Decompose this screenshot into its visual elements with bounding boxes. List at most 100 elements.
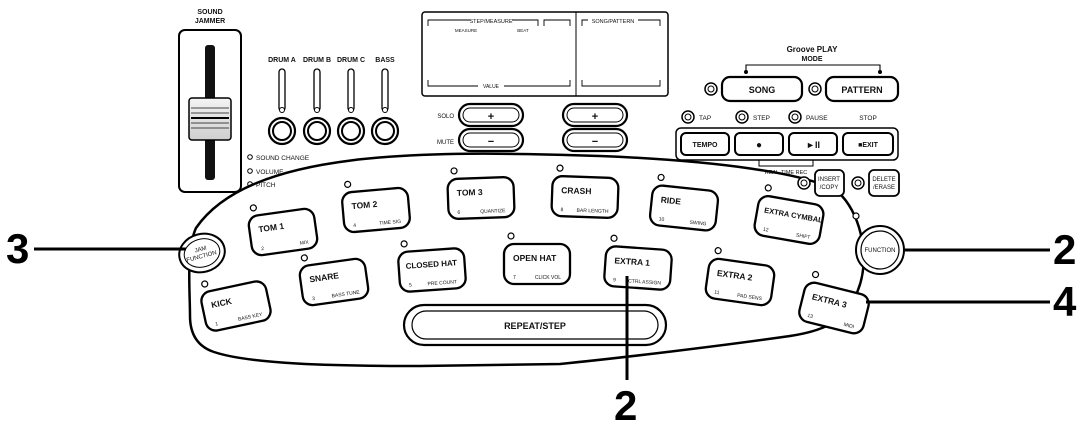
pad-led xyxy=(657,173,665,182)
play-pause-button[interactable]: ►II xyxy=(788,132,838,156)
pad-function: TIME SIG xyxy=(379,219,401,227)
song-button[interactable]: SONG xyxy=(704,75,804,103)
jam-label: JAM xyxy=(194,246,207,255)
pad-number: 8 xyxy=(560,207,563,213)
pad-name: OPEN HAT xyxy=(513,253,557,263)
realtime-rec-label: REAL-TIME REC xyxy=(765,170,808,176)
rec-icon: ● xyxy=(756,140,762,151)
delete-erase-button[interactable]: DELETE /ERASE xyxy=(851,169,900,197)
copy-label: /COPY xyxy=(820,185,839,191)
slider-drum-a[interactable]: DRUM A xyxy=(267,57,297,146)
pad-led xyxy=(556,164,564,172)
slider-drum-c[interactable]: DRUM C xyxy=(336,57,366,146)
pad-name: TOM 3 xyxy=(457,187,483,198)
pad-led xyxy=(507,232,515,240)
pattern-label: PATTERN xyxy=(841,85,882,95)
pad-kick[interactable]: KICK 1 BASS KEY xyxy=(197,269,272,333)
pad-number: 12 xyxy=(762,227,769,234)
rec-button[interactable]: ● xyxy=(734,132,784,156)
slider-bass[interactable]: BASS xyxy=(370,57,400,146)
delete-label: DELETE xyxy=(872,177,895,183)
erase-label: /ERASE xyxy=(873,185,895,191)
pause-label: PAUSE xyxy=(806,115,828,122)
display-step-measure: STEP/MEASURE xyxy=(469,19,512,25)
pattern-button[interactable]: PATTERN xyxy=(808,75,900,103)
insert-copy-button[interactable]: INSERT /COPY xyxy=(797,169,845,197)
pad-name: TOM 1 xyxy=(258,221,285,235)
value-plus-button[interactable]: + xyxy=(561,102,629,128)
pad-function: QUANTIZE xyxy=(480,208,506,215)
repeat-step-button[interactable]: REPEAT/STEP xyxy=(402,303,668,347)
legend-sound-change: SOUND CHANGE xyxy=(256,155,310,162)
plus-symbol: + xyxy=(592,111,598,123)
callout-2-bottom-number: 2 xyxy=(614,382,637,426)
pad-open-hat[interactable]: OPEN HAT 7 CLICK VOL xyxy=(502,232,572,286)
pad-tom-3[interactable]: TOM 3 6 QUANTIZE xyxy=(446,166,516,220)
slider-label: DRUM B xyxy=(303,57,331,64)
slider-drum-b[interactable]: DRUM B xyxy=(302,57,332,146)
repeat-step-label: REPEAT/STEP xyxy=(504,321,566,331)
pad-extra-2[interactable]: EXTRA 2 11 PAD SENS xyxy=(704,247,777,307)
tap-label: TAP xyxy=(699,115,711,122)
pad-tom-2[interactable]: TOM 2 4 TIME SIG xyxy=(340,176,411,234)
minus-symbol: − xyxy=(488,136,494,148)
pad-function: CTRL ASSIGN xyxy=(628,278,662,286)
stop-label: STOP xyxy=(859,115,877,122)
value-minus-button[interactable]: − xyxy=(561,127,629,153)
pad-led xyxy=(714,247,722,255)
function-label: FUNCTION xyxy=(865,248,896,254)
play-pause-icon: ►II xyxy=(806,140,820,150)
pad-name: RIDE xyxy=(660,195,682,207)
slider-label: BASS xyxy=(375,57,395,64)
mute-minus-button[interactable]: − xyxy=(457,127,525,153)
pad-crash[interactable]: CRASH 8 BAR LENGTH xyxy=(550,164,620,219)
minus-symbol: − xyxy=(592,136,598,148)
pad-function: BASS TUNE xyxy=(331,289,360,299)
step-label: STEP xyxy=(753,115,770,122)
pad-led xyxy=(811,270,820,279)
sound-jammer-fader[interactable] xyxy=(188,97,232,141)
tempo-button[interactable]: TEMPO xyxy=(680,132,730,156)
pad-extra-3[interactable]: EXTRA 3 13 MIDI xyxy=(797,270,873,335)
pad-number: 10 xyxy=(658,216,664,223)
display-beat: BEAT xyxy=(517,28,529,33)
sound-jammer-label-1: SOUND xyxy=(197,9,222,16)
pad-ride[interactable]: RIDE 10 SWING xyxy=(648,173,720,232)
pad-number: 2 xyxy=(261,246,265,252)
pad-name: CRASH xyxy=(561,185,592,196)
sound-jammer-label-2: JAMMER xyxy=(195,18,225,25)
display-measure: MEASURE xyxy=(455,28,477,33)
pad-led xyxy=(344,180,352,188)
display-value: VALUE xyxy=(483,84,500,90)
pad-function: CLICK VOL xyxy=(535,275,561,281)
plus-symbol: + xyxy=(488,111,494,123)
pad-led xyxy=(610,234,618,242)
pad-name: KICK xyxy=(210,296,233,310)
pad-function: MIX xyxy=(299,239,309,246)
pad-number: 11 xyxy=(714,290,720,297)
pad-name: EXTRA 1 xyxy=(614,255,650,267)
stop-exit-button[interactable]: ■EXIT xyxy=(842,132,894,156)
pad-function: BAR LENGTH xyxy=(576,208,609,215)
pad-function: PAD SENS xyxy=(737,293,763,303)
pad-number: 5 xyxy=(409,282,412,288)
pad-snare[interactable]: SNARE 3 BASS TUNE xyxy=(297,247,370,307)
pad-number: 6 xyxy=(457,210,460,216)
groove-bracket xyxy=(745,64,881,72)
pad-closed-hat[interactable]: CLOSED HAT 5 PRE COUNT xyxy=(397,237,467,293)
jam-function-button[interactable]: JAM FUNCTION xyxy=(175,229,229,278)
pad-led xyxy=(400,240,408,248)
pad-extra-cymbal[interactable]: EXTRA CYMBAL 12 SHIFT xyxy=(753,184,828,246)
pad-function: SHIFT xyxy=(795,232,810,240)
solo-plus-button[interactable]: + xyxy=(457,102,525,128)
pad-extra-1[interactable]: EXTRA 1 9 CTRL ASSIGN xyxy=(603,234,673,291)
stop-exit-label: ■EXIT xyxy=(858,142,879,149)
tempo-label: TEMPO xyxy=(693,142,718,149)
pad-function: MIDI xyxy=(843,322,855,330)
pad-tom-1[interactable]: TOM 1 2 MIX xyxy=(246,197,319,257)
groove-mode-label: MODE xyxy=(802,56,823,63)
function-button[interactable]: FUNCTION xyxy=(855,225,905,275)
pad-name: SNARE xyxy=(309,270,340,284)
slider-label: DRUM A xyxy=(268,57,296,64)
